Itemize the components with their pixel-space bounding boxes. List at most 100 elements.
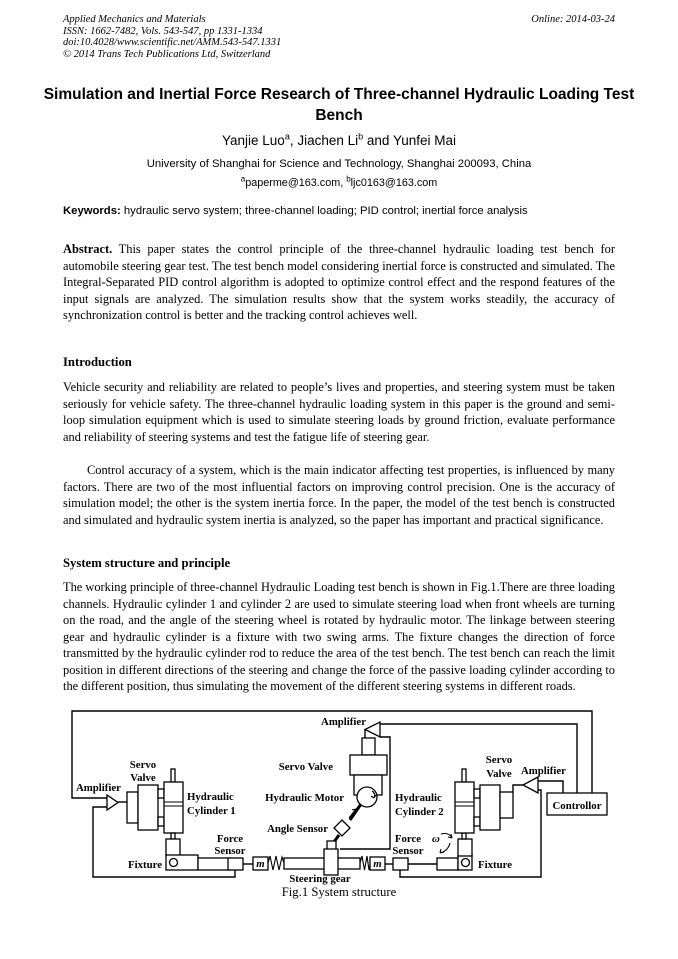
label-force-sensor-left-2: Sensor — [214, 845, 245, 857]
issn-line: ISSN: 1662-7482, Vols. 543-547, pp 1331-… — [63, 25, 263, 37]
intro-paragraph-2: Control accuracy of a system, which is t… — [63, 463, 615, 527]
journal-header: Applied Mechanics and Materials ISSN: 16… — [63, 14, 281, 60]
omega-arrow-lower-icon — [439, 842, 451, 854]
steering-gear-bar — [283, 857, 361, 870]
figure-1: Amplifier Amplifier Amplifier Servo Valv… — [60, 700, 620, 900]
doi-line: doi:10.4028/www.scientific.net/AMM.543-5… — [63, 37, 282, 49]
label-fixture-right: Fixture — [478, 859, 512, 871]
emails-line: apaperme@163.com, bljc0163@163.com — [0, 174, 678, 189]
left-cylinder-rod-top — [170, 768, 176, 783]
right-cylinder-rod-top — [461, 768, 467, 783]
controller-box — [546, 792, 608, 816]
signal-wires — [71, 710, 593, 878]
author-1: Yanjie Luo — [222, 133, 285, 148]
hydraulic-motor-icon — [356, 786, 378, 808]
label-force-sensor-left-1: Force — [217, 833, 243, 845]
author-2-affmark: b — [358, 131, 364, 142]
left-spring-icon — [267, 854, 285, 871]
label-mass-1: m — [256, 858, 264, 870]
label-hydraulic-cylinder-1a: Hydraulic — [187, 791, 234, 803]
online-date: Online: 2014-03-24 — [531, 14, 615, 25]
center-servo-valve-top-box — [361, 737, 376, 756]
left-mass-box — [252, 856, 269, 871]
page-title: Simulation and Inertial Force Research o… — [43, 86, 635, 124]
system-structure-diagram: Amplifier Amplifier Amplifier Servo Valv… — [71, 710, 608, 885]
label-servo-valve-center: Servo Valve — [279, 761, 333, 773]
right-rod-clevis-box — [457, 838, 473, 857]
left-rod-clevis-box — [165, 838, 181, 857]
center-servo-valve-box — [349, 754, 388, 776]
diagram-labels: Amplifier Amplifier Amplifier Servo Valv… — [76, 716, 602, 885]
left-fixture-pivot-icon — [168, 857, 179, 868]
left-hydraulic-cylinder-body — [163, 781, 184, 834]
label-servo-valve-right-2: Valve — [486, 768, 512, 780]
label-omega: ω — [432, 833, 440, 845]
shaft-rotation-arrow-icon — [348, 808, 357, 819]
label-amplifier-top: Amplifier — [321, 716, 366, 728]
left-force-sensor-box — [227, 857, 244, 871]
right-cylinder-rod-bottom — [461, 832, 467, 840]
label-mass-2: m — [373, 858, 381, 870]
wire-center-amplifier-to-controller — [380, 723, 578, 793]
intro-heading: Introduction — [63, 355, 132, 369]
authors-line: Yanjie Luoa, Jiachen Lib and Yunfei Mai — [0, 131, 678, 148]
left-loading-channel — [106, 768, 285, 871]
right-fixture-arm-box — [436, 857, 459, 871]
abstract-label: Abstract. — [63, 242, 113, 256]
label-servo-valve-left-1: Servo — [130, 759, 156, 771]
label-amplifier-left: Amplifier — [76, 782, 121, 794]
angle-sensor-icon — [333, 819, 351, 837]
figure-1-caption: Fig.1 System structure — [281, 885, 397, 899]
label-force-sensor-right-1: Force — [395, 833, 421, 845]
affiliation: University of Shanghai for Science and T… — [146, 158, 532, 170]
email-1: paperme@163.com — [245, 177, 341, 189]
label-servo-valve-right-1: Servo — [486, 754, 512, 766]
label-steering-gear: Steering gear — [289, 873, 351, 885]
right-cylinder-piston-lines — [455, 801, 474, 807]
right-valve-port-bottom — [473, 816, 481, 827]
author-separator-1: , — [289, 133, 298, 148]
author-2: Jiachen Li — [297, 133, 359, 148]
left-valve-port-top — [157, 788, 165, 799]
right-spring-icon — [359, 855, 372, 871]
label-controller: Controllor — [553, 800, 602, 812]
label-fixture-left: Fixture — [128, 859, 162, 871]
keywords-line: Keywords: hydraulic servo system; three-… — [63, 205, 615, 217]
label-hydraulic-cylinder-2b: Cylinder 2 — [395, 806, 444, 818]
keywords-text: hydraulic servo system; three-channel lo… — [120, 205, 528, 217]
left-cylinder-rod-bottom — [170, 832, 176, 840]
label-angle-sensor: Angle Sensor — [267, 823, 328, 835]
wire-right-amplifier-to-valve — [512, 784, 523, 792]
label-hydraulic-motor: Hydraulic Motor — [265, 792, 344, 804]
author-1-affmark: a — [284, 131, 290, 142]
wire-right-amplifier-to-controller — [538, 780, 564, 793]
label-amplifier-right: Amplifier — [521, 765, 566, 777]
right-valve-port-top — [473, 788, 481, 799]
left-fixture-arm-box — [197, 857, 231, 871]
left-valve-port-bottom — [157, 816, 165, 827]
steering-gear-housing — [323, 848, 339, 876]
right-mass-box — [369, 856, 386, 871]
label-hydraulic-cylinder-2a: Hydraulic — [395, 792, 442, 804]
wire-angle-sensor-feedback — [340, 736, 391, 850]
abstract: Abstract. This paper states the control … — [63, 241, 615, 324]
left-servo-valve-box — [137, 784, 159, 831]
abstract-text: This paper states the control principle … — [63, 242, 615, 322]
right-servo-valve-box — [479, 784, 501, 831]
system-paragraph-1: The working principle of three-channel H… — [63, 580, 615, 693]
email-2-affmark: b — [346, 174, 351, 184]
right-fixture-pivot-icon — [460, 857, 471, 868]
email-2: ljc0163@163.com — [350, 177, 438, 189]
system-heading: System structure and principle — [63, 556, 231, 570]
copyright-line: © 2014 Trans Tech Publications Ltd, Swit… — [63, 48, 271, 60]
intro-paragraph-1: Vehicle security and reliability are rel… — [63, 380, 615, 444]
wire-controller-to-left-amplifier — [71, 710, 593, 799]
wire-right-force-feedback — [399, 789, 542, 878]
right-amplifier-triangle-icon — [521, 775, 539, 795]
motor-rotation-arrow-icon — [370, 790, 377, 799]
email-separator: , — [340, 177, 347, 189]
email-1-affmark: a — [240, 174, 246, 184]
keywords-label: Keywords: — [63, 205, 121, 217]
right-servo-valve-connector-box — [499, 791, 514, 819]
right-force-sensor-box — [392, 857, 409, 871]
